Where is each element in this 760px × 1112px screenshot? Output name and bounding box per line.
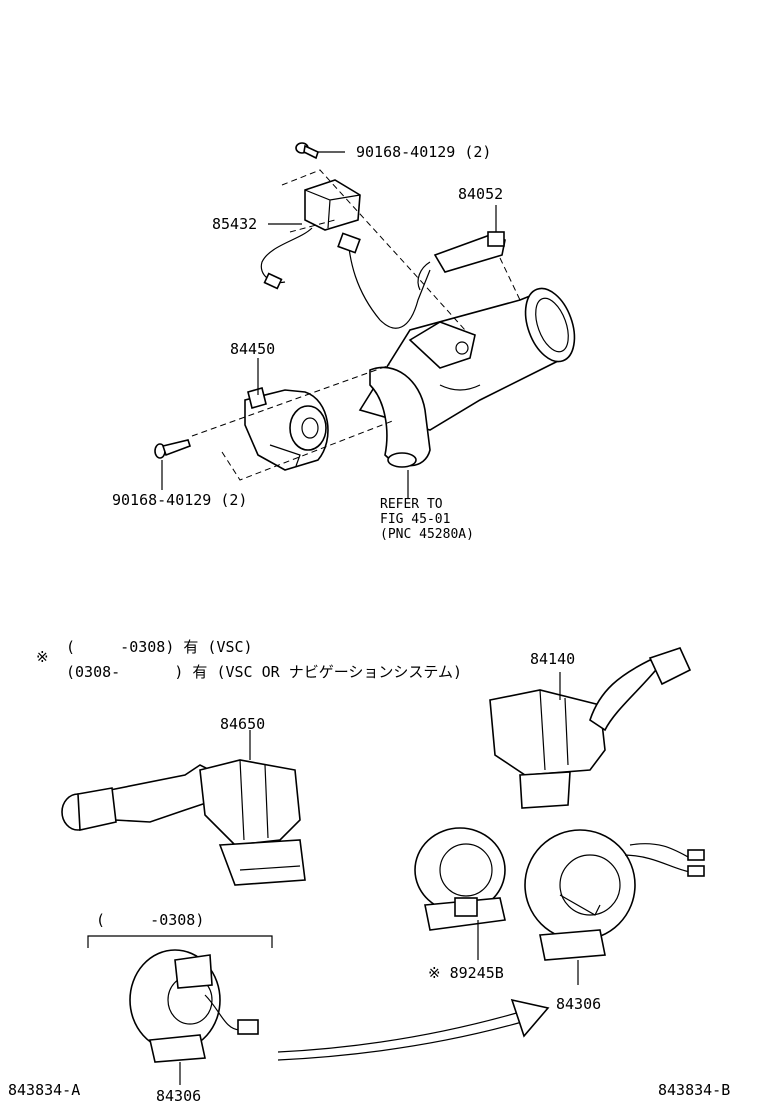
- upgrade-arrow: [277, 998, 550, 1061]
- spiral-cable-84306-right: [524, 829, 705, 985]
- label-84140: 84140: [530, 650, 576, 668]
- combination-switch-84140: [489, 647, 692, 809]
- note-line1: ( -0308) 有 (VSC): [66, 638, 253, 656]
- label-refer-line1: REFER TO: [380, 497, 443, 512]
- label-bolt-bottom: 90168-40129 (2): [112, 491, 248, 509]
- label-84306-left: 84306: [156, 1087, 202, 1105]
- sensor-85432: [260, 179, 431, 329]
- date-range-bracket: [87, 935, 273, 948]
- label-bolt-top: 90168-40129 (2): [356, 143, 492, 161]
- label-89245b: ※ 89245B: [428, 964, 504, 982]
- label-84052: 84052: [458, 185, 504, 203]
- label-refer-line3: (PNC 45280A): [380, 527, 474, 542]
- label-85432: 85432: [212, 215, 258, 233]
- spiral-cable-89245b: [414, 827, 506, 960]
- note-line2: (0308- ) 有 (VSC OR ナビゲーションシステム): [66, 663, 462, 681]
- ref-843834-b: 843834-B: [658, 1081, 731, 1099]
- note-mark: ※: [36, 648, 49, 666]
- screw-bottom: [154, 439, 192, 459]
- switch-84450: [244, 387, 329, 471]
- spiral-cable-84306-left: [129, 949, 259, 1085]
- combination-switch-84650: [61, 730, 306, 886]
- ref-843834-a: 843834-A: [8, 1081, 81, 1099]
- screw-top: [295, 142, 319, 160]
- label-bracket-range: ( -0308): [96, 911, 205, 929]
- connector-84052: [417, 231, 506, 291]
- label-84450: 84450: [230, 340, 276, 358]
- label-84650: 84650: [220, 715, 266, 733]
- steering-column-housing: [358, 287, 576, 468]
- label-refer-line2: FIG 45-01: [380, 512, 451, 527]
- label-84306-right: 84306: [556, 995, 602, 1013]
